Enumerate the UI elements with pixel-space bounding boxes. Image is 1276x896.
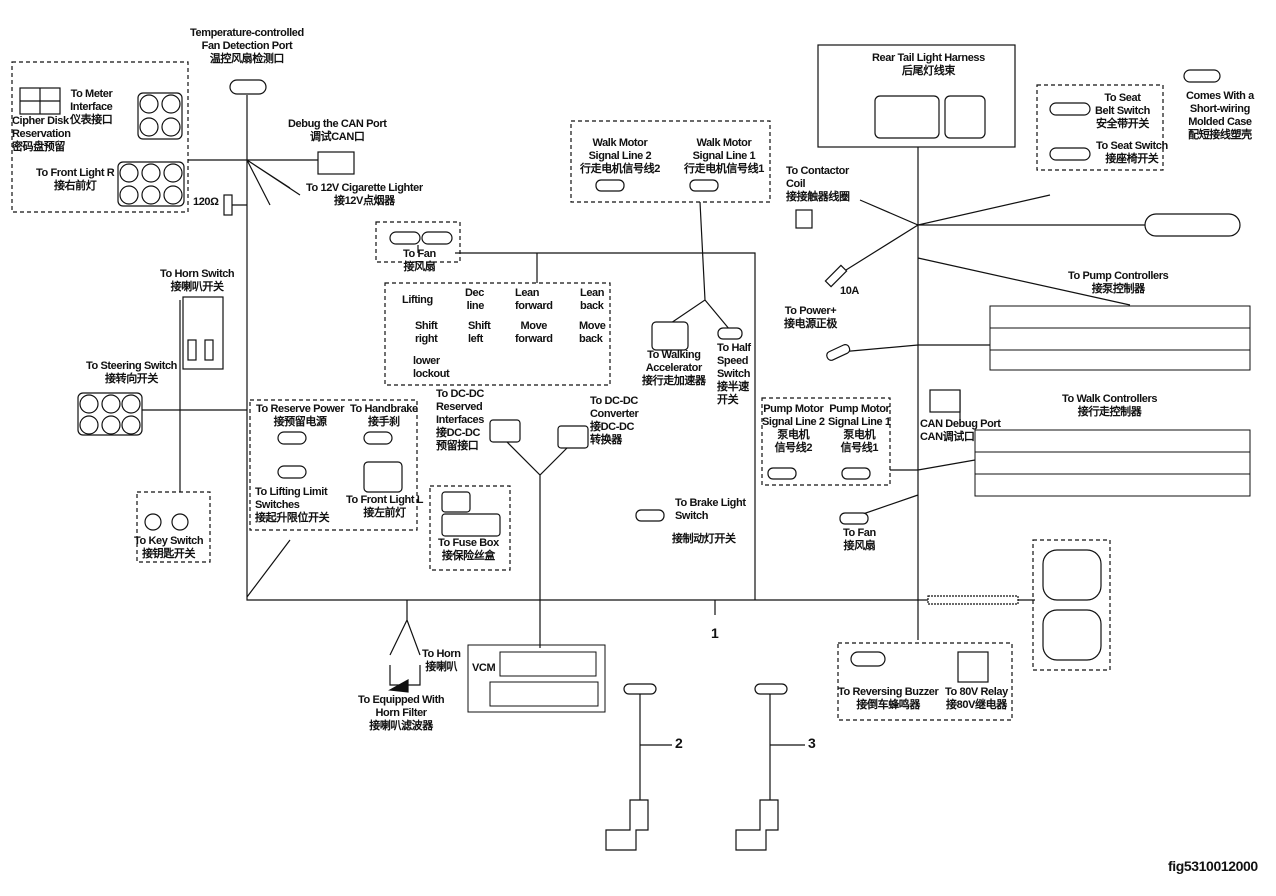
molded-case-label: Comes With a Short-wiring Molded Case 配短… bbox=[1186, 90, 1254, 141]
brake-light-cn-label: 接制动灯开关 bbox=[672, 533, 736, 545]
relay-80v-label: To 80V Relay 接80V继电器 bbox=[945, 686, 1008, 711]
power-plus-label: To Power+ 接电源正极 bbox=[784, 305, 837, 330]
brake-light-label: To Brake Light Switch bbox=[675, 497, 746, 522]
switch-move-back: Move back bbox=[579, 320, 606, 345]
fan-right-label: To Fan 接风扇 bbox=[843, 527, 876, 552]
switch-decline: Dec line bbox=[465, 287, 484, 312]
switch-shift-right: Shift right bbox=[415, 320, 438, 345]
harness-number-2: 2 bbox=[675, 735, 683, 751]
handbrake-label: To Handbrake 接手刹 bbox=[350, 403, 418, 428]
debug-can-label: Debug the CAN Port 调试CAN口 bbox=[288, 118, 387, 143]
steering-switch-label: To Steering Switch 接转向开关 bbox=[86, 360, 177, 385]
dcdc-converter-label: To DC-DC Converter 接DC-DC 转换器 bbox=[590, 395, 639, 446]
meter-interface-label: To Meter Interface 仪表接口 bbox=[70, 88, 113, 126]
harness-number-1: 1 bbox=[711, 625, 719, 641]
reversing-buzzer-label: To Reversing Buzzer 接倒车蜂鸣器 bbox=[838, 686, 939, 711]
lifting-limit-label: To Lifting Limit Switches 接起升限位开关 bbox=[255, 486, 330, 524]
switch-lower-lockout: lower lockout bbox=[413, 355, 450, 380]
walk-motor-signal-2-label: Walk Motor Signal Line 2 行走电机信号线2 bbox=[580, 137, 660, 175]
seat-belt-label: To Seat Belt Switch 安全带开关 bbox=[1095, 92, 1150, 130]
half-speed-switch-label: To Half Speed Switch 接半速 开关 bbox=[717, 342, 751, 406]
rear-tail-harness-label: Rear Tail Light Harness 后尾灯线束 bbox=[872, 52, 985, 77]
can-debug-port-label: CAN Debug Port CAN调试口 bbox=[920, 418, 1001, 443]
dashed-groups bbox=[11, 61, 1164, 721]
walk-motor-signal-1-label: Walk Motor Signal Line 1 行走电机信号线1 bbox=[684, 137, 764, 175]
fan-detection-port-label: Temperature-controlled Fan Detection Por… bbox=[190, 27, 304, 65]
reserve-power-label: To Reserve Power 接预留电源 bbox=[256, 403, 345, 428]
fuse-box-label: To Fuse Box 接保险丝盒 bbox=[438, 537, 499, 562]
resistor-label: 120Ω bbox=[193, 196, 219, 208]
connectors bbox=[19, 69, 1241, 851]
pump-motor-signal-2-label: Pump Motor Signal Line 2 泵电机 信号线2 bbox=[762, 403, 825, 454]
switch-lean-back: Lean back bbox=[580, 287, 605, 312]
switch-shift-left: Shift left bbox=[468, 320, 491, 345]
pump-motor-signal-1-label: Pump Motor Signal Line 1 泵电机 信号线1 bbox=[828, 403, 891, 454]
contactor-coil-label: To Contactor Coil 接接触器线圈 bbox=[786, 165, 850, 203]
horn-label: To Horn 接喇叭 bbox=[422, 648, 461, 673]
walk-controllers-label: To Walk Controllers 接行走控制器 bbox=[1062, 393, 1158, 418]
seat-switch-label: To Seat Switch 接座椅开关 bbox=[1096, 140, 1168, 165]
horn-switch-label: To Horn Switch 接喇叭开关 bbox=[160, 268, 235, 293]
front-light-r-label: To Front Light R 接右前灯 bbox=[36, 167, 115, 192]
figure-id: fig5310012000 bbox=[1168, 858, 1258, 874]
fuse-10a-label: 10A bbox=[840, 285, 859, 297]
pump-controllers-label: To Pump Controllers 接泵控制器 bbox=[1068, 270, 1169, 295]
harness-number-3: 3 bbox=[808, 735, 816, 751]
wires bbox=[120, 95, 1145, 800]
vcm-label: VCM bbox=[472, 662, 496, 674]
horn-filter-label: To Equipped With Horn Filter 接喇叭滤波器 bbox=[358, 694, 445, 732]
front-light-l-label: To Front Light L 接左前灯 bbox=[346, 494, 424, 519]
switch-move-forward: Move forward bbox=[515, 320, 553, 345]
fan-left-label: To Fan 接风扇 bbox=[403, 248, 436, 273]
cigarette-lighter-label: To 12V Cigarette Lighter 接12V点烟器 bbox=[306, 182, 423, 207]
key-switch-label: To Key Switch 接钥匙开关 bbox=[134, 535, 204, 560]
rear-tail-box bbox=[817, 44, 1016, 148]
walking-accelerator-label: To Walking Accelerator 接行走加速器 bbox=[642, 349, 706, 387]
cipher-disk-label: Cipher Disk Reservation 密码盘预留 bbox=[12, 115, 71, 153]
switch-lifting: Lifting bbox=[402, 294, 433, 306]
switch-lean-forward: Lean forward bbox=[515, 287, 553, 312]
controllers bbox=[467, 305, 1251, 713]
dcdc-reserved-label: To DC-DC Reserved Interfaces 接DC-DC 预留接口 bbox=[436, 388, 484, 452]
